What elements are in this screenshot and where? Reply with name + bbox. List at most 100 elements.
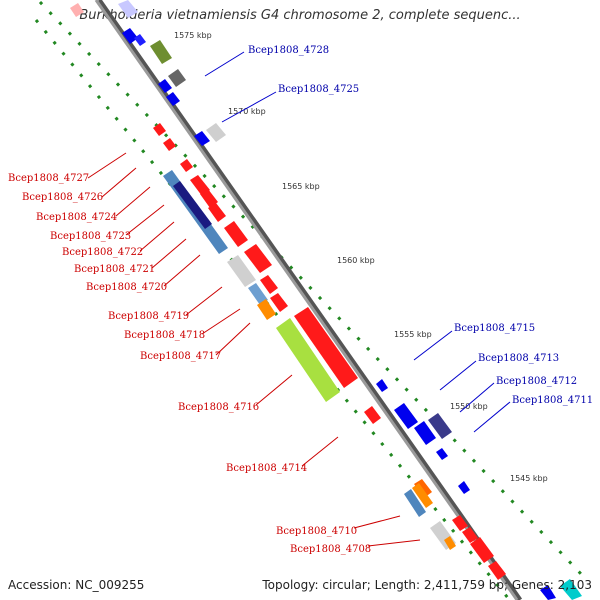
gene-feature[interactable]: [190, 175, 210, 196]
outer-scale-track: [38, 0, 584, 577]
conservation-bar[interactable]: [248, 283, 268, 305]
scale-label: 1545 kbp: [510, 474, 548, 483]
leader-line: [201, 308, 241, 335]
gene-feature[interactable]: [208, 203, 226, 222]
leader-line: [163, 254, 201, 287]
scale-label: 1565 kbp: [282, 182, 320, 191]
gene-label-minus[interactable]: Bcep1808_4714: [226, 463, 307, 474]
gene-label-minus[interactable]: Bcep1808_4717: [140, 351, 221, 362]
leader-line: [87, 152, 127, 179]
gene-label-plus[interactable]: Bcep1808_4728: [248, 45, 329, 56]
gene-feature[interactable]: [150, 40, 172, 64]
gene-feature[interactable]: [153, 123, 166, 136]
plus-strand-labels: [204, 51, 511, 433]
gene-label-minus[interactable]: Bcep1808_4718: [124, 330, 205, 341]
gene-feature[interactable]: [260, 275, 278, 294]
gene-feature[interactable]: [488, 561, 506, 580]
gene-feature[interactable]: [244, 244, 272, 273]
gene-feature[interactable]: [540, 585, 556, 600]
gene-feature[interactable]: [436, 448, 448, 460]
leader-line: [151, 238, 187, 269]
gene-label-plus[interactable]: Bcep1808_4711: [512, 395, 593, 406]
gene-feature[interactable]: [458, 481, 470, 494]
conservation-bar[interactable]: [173, 181, 212, 229]
gene-label-minus[interactable]: Bcep1808_4719: [108, 311, 189, 322]
gene-feature[interactable]: [163, 138, 176, 151]
gene-label-minus[interactable]: Bcep1808_4710: [276, 526, 357, 537]
gene-feature[interactable]: [414, 421, 436, 445]
gene-label-plus[interactable]: Bcep1808_4712: [496, 376, 577, 387]
gene-feature[interactable]: [294, 307, 358, 388]
leader-line: [255, 374, 293, 406]
conservation-bar[interactable]: [257, 299, 276, 320]
leader-line: [125, 204, 165, 236]
scale-label: 1575 kbp: [174, 31, 212, 40]
gene-feature[interactable]: [270, 293, 288, 312]
leader-line: [204, 51, 245, 77]
gene-feature[interactable]: [376, 379, 388, 392]
leader-line: [367, 539, 421, 547]
plus-strand-genes: [70, 0, 582, 600]
conservation-bar[interactable]: [404, 489, 426, 517]
leader-line: [115, 186, 151, 217]
leader-line: [473, 401, 511, 433]
scale-labels: 1575 kbp 1570 kbp 1565 kbp 1560 kbp 1555…: [174, 31, 548, 483]
gene-label-plus[interactable]: Bcep1808_4713: [478, 353, 559, 364]
leader-line: [439, 360, 477, 391]
gene-label-minus[interactable]: Bcep1808_4716: [178, 402, 259, 413]
gene-feature[interactable]: [428, 413, 452, 439]
gene-feature[interactable]: [200, 189, 218, 208]
gene-label-minus[interactable]: Bcep1808_4720: [86, 282, 167, 293]
leader-line: [185, 286, 223, 316]
gene-feature[interactable]: [122, 28, 138, 44]
accession-text: Accession: NC_009255: [8, 578, 145, 592]
scale-label: 1550 kbp: [450, 402, 488, 411]
gene-label-minus[interactable]: Bcep1808_4708: [290, 544, 371, 555]
backbone: [94, 0, 519, 600]
map-title: Burkholderia vietnamiensis G4 chromosome…: [79, 8, 521, 23]
leader-line: [215, 322, 251, 356]
gene-feature[interactable]: [118, 0, 138, 18]
gene-feature[interactable]: [206, 123, 226, 142]
gene-feature[interactable]: [166, 92, 180, 106]
scale-label: 1570 kbp: [228, 107, 266, 116]
conservation-bars: [163, 170, 456, 550]
gene-label-minus[interactable]: Bcep1808_4727: [8, 173, 89, 184]
conservation-bar[interactable]: [227, 255, 256, 287]
gene-label-minus[interactable]: Bcep1808_4721: [74, 264, 155, 275]
gene-feature[interactable]: [70, 3, 84, 17]
topology-text: Topology: circular; Length: 2,411,759 bp…: [262, 578, 592, 592]
gene-label-minus[interactable]: Bcep1808_4723: [50, 231, 131, 242]
gene-label-minus[interactable]: Bcep1808_4726: [22, 192, 103, 203]
leader-line: [301, 436, 339, 467]
gene-feature[interactable]: [470, 537, 494, 563]
scale-label: 1555 kbp: [394, 330, 432, 339]
leader-line: [459, 382, 495, 413]
leader-line: [413, 330, 453, 361]
gene-feature[interactable]: [560, 579, 582, 600]
leader-line: [101, 167, 137, 198]
gene-feature[interactable]: [180, 159, 193, 172]
minus-strand-genes: [153, 123, 506, 580]
leader-line: [221, 91, 277, 123]
gene-feature[interactable]: [394, 403, 418, 429]
gene-feature[interactable]: [452, 515, 468, 531]
minus-strand-labels: [87, 152, 421, 547]
leader-line: [139, 221, 175, 252]
gene-feature[interactable]: [158, 79, 172, 93]
gene-label-minus[interactable]: Bcep1808_4722: [62, 247, 143, 258]
gene-feature[interactable]: [168, 69, 186, 87]
gene-label-minus[interactable]: Bcep1808_4724: [36, 212, 117, 223]
gene-label-plus[interactable]: Bcep1808_4725: [278, 84, 359, 95]
gene-label-plus[interactable]: Bcep1808_4715: [454, 323, 535, 334]
gene-feature[interactable]: [364, 406, 381, 424]
conservation-bar[interactable]: [412, 483, 433, 508]
gene-feature[interactable]: [462, 527, 478, 543]
gene-feature[interactable]: [194, 131, 210, 146]
gene-feature[interactable]: [224, 221, 248, 247]
leader-line: [353, 515, 401, 529]
conservation-bar[interactable]: [444, 536, 456, 550]
gene-feature[interactable]: [134, 34, 146, 46]
conservation-bar[interactable]: [276, 318, 340, 402]
